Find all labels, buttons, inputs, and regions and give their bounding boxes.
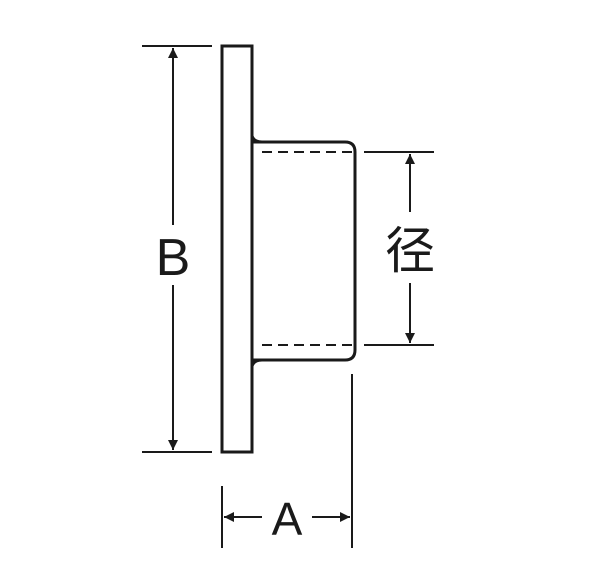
hub-fillet-top — [250, 135, 263, 144]
a-label: A — [272, 493, 303, 545]
flange-plate — [220, 44, 254, 454]
hub-fillet-bottom — [250, 358, 263, 367]
diameter-label: 径 — [385, 223, 435, 279]
b-label: B — [156, 229, 191, 287]
hub-body — [252, 140, 357, 362]
